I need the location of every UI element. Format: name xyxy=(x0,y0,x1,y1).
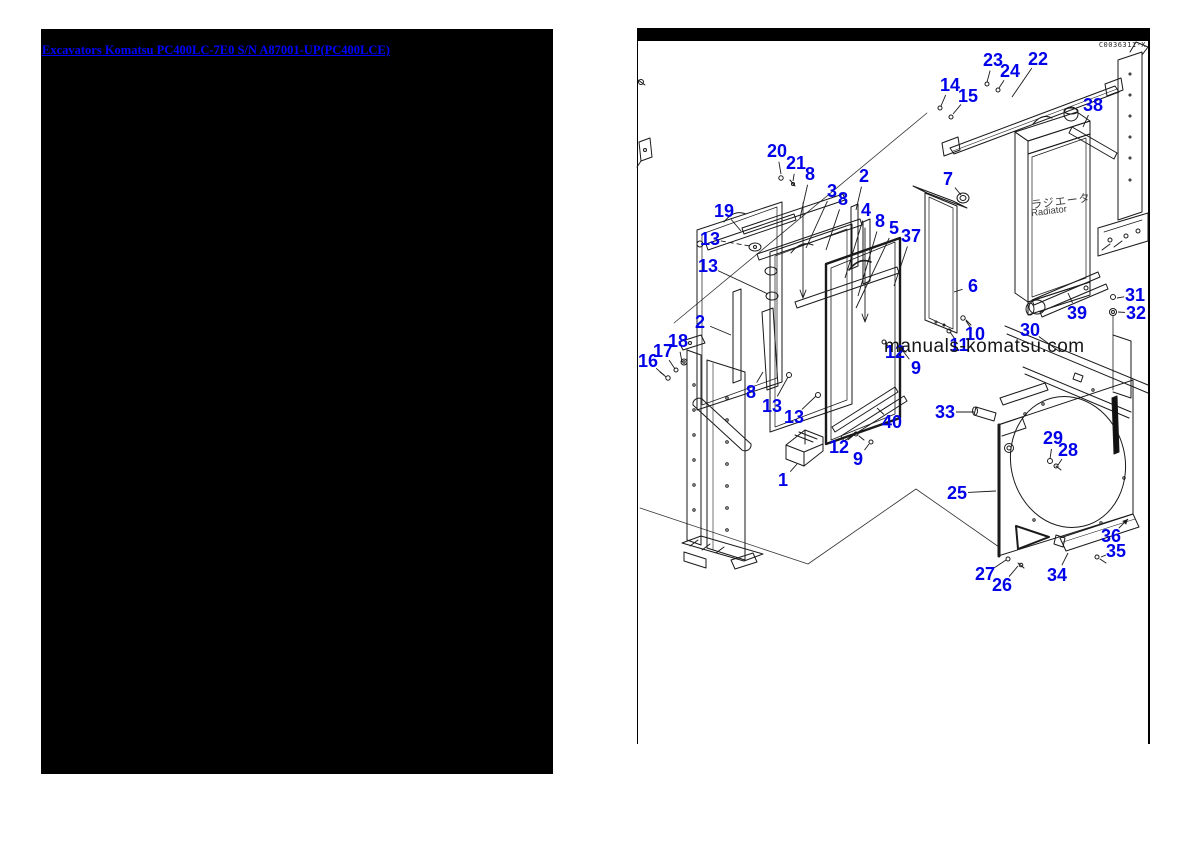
diagram-top-strip xyxy=(637,28,1150,41)
callout-number[interactable]: 2 xyxy=(694,312,706,332)
callout-number[interactable]: 34 xyxy=(1046,565,1068,585)
callout-number[interactable]: 3 xyxy=(826,181,838,201)
callout-number[interactable]: 40 xyxy=(881,412,903,432)
callout-number[interactable]: 9 xyxy=(910,358,922,378)
model-breadcrumb-link[interactable]: Excavators Komatsu PC400LC-7E0 S/N A8700… xyxy=(42,43,390,57)
callout-number[interactable]: 24 xyxy=(999,61,1021,81)
callout-number[interactable]: 8 xyxy=(874,211,886,231)
callout-number[interactable]: 8 xyxy=(745,382,757,402)
callout-number[interactable]: 7 xyxy=(942,169,954,189)
callout-number[interactable]: 38 xyxy=(1082,95,1104,115)
callout-number[interactable]: 31 xyxy=(1124,285,1146,305)
callout-number[interactable]: 13 xyxy=(699,229,721,249)
callout-number[interactable]: 37 xyxy=(900,226,922,246)
callout-number[interactable]: 12 xyxy=(828,437,850,457)
callout-number[interactable]: 32 xyxy=(1125,303,1147,323)
callout-number[interactable]: 21 xyxy=(785,153,807,173)
drawing-code: C0036311-X xyxy=(1098,41,1146,49)
callout-number[interactable]: 16 xyxy=(637,351,659,371)
callout-number[interactable]: 8 xyxy=(804,164,816,184)
callout-number[interactable]: 4 xyxy=(860,200,872,220)
callout-number[interactable]: 11 xyxy=(949,335,969,355)
callout-number[interactable]: 28 xyxy=(1057,440,1079,460)
callout-number[interactable]: 36 xyxy=(1100,526,1122,546)
callout-number[interactable]: 8 xyxy=(837,189,849,209)
callout-number[interactable]: 10 xyxy=(964,324,986,344)
left-black-panel: Excavators Komatsu PC400LC-7E0 S/N A8700… xyxy=(41,29,553,774)
diagram-left-border xyxy=(637,28,638,744)
callout-number[interactable]: 1 xyxy=(777,470,789,490)
callout-number[interactable]: 33 xyxy=(934,402,956,422)
callout-number[interactable]: 9 xyxy=(852,449,864,469)
callout-number[interactable]: 6 xyxy=(967,276,979,296)
diagram-right-border xyxy=(1148,40,1150,744)
callout-number[interactable]: 15 xyxy=(957,86,979,106)
callout-number[interactable]: 17 xyxy=(652,341,674,361)
callout-number[interactable]: 25 xyxy=(946,483,968,503)
callout-number[interactable]: 20 xyxy=(766,141,788,161)
callout-number[interactable]: 39 xyxy=(1066,303,1088,323)
callout-number[interactable]: 23 xyxy=(982,50,1004,70)
watermark-text: manuals-komatsu.com xyxy=(884,336,1085,357)
callout-number[interactable]: 13 xyxy=(697,256,719,276)
callout-number[interactable]: 27 xyxy=(974,564,996,584)
callout-number[interactable]: 26 xyxy=(991,575,1013,595)
parts-diagram-frame: C0036311-X xyxy=(637,28,1150,744)
callout-number[interactable]: 13 xyxy=(761,396,783,416)
callout-number[interactable]: 19 xyxy=(713,201,735,221)
callout-number[interactable]: 5 xyxy=(888,218,900,238)
callout-number[interactable]: 22 xyxy=(1027,49,1049,69)
callout-number[interactable]: 13 xyxy=(783,407,805,427)
callout-number[interactable]: 2 xyxy=(858,166,870,186)
